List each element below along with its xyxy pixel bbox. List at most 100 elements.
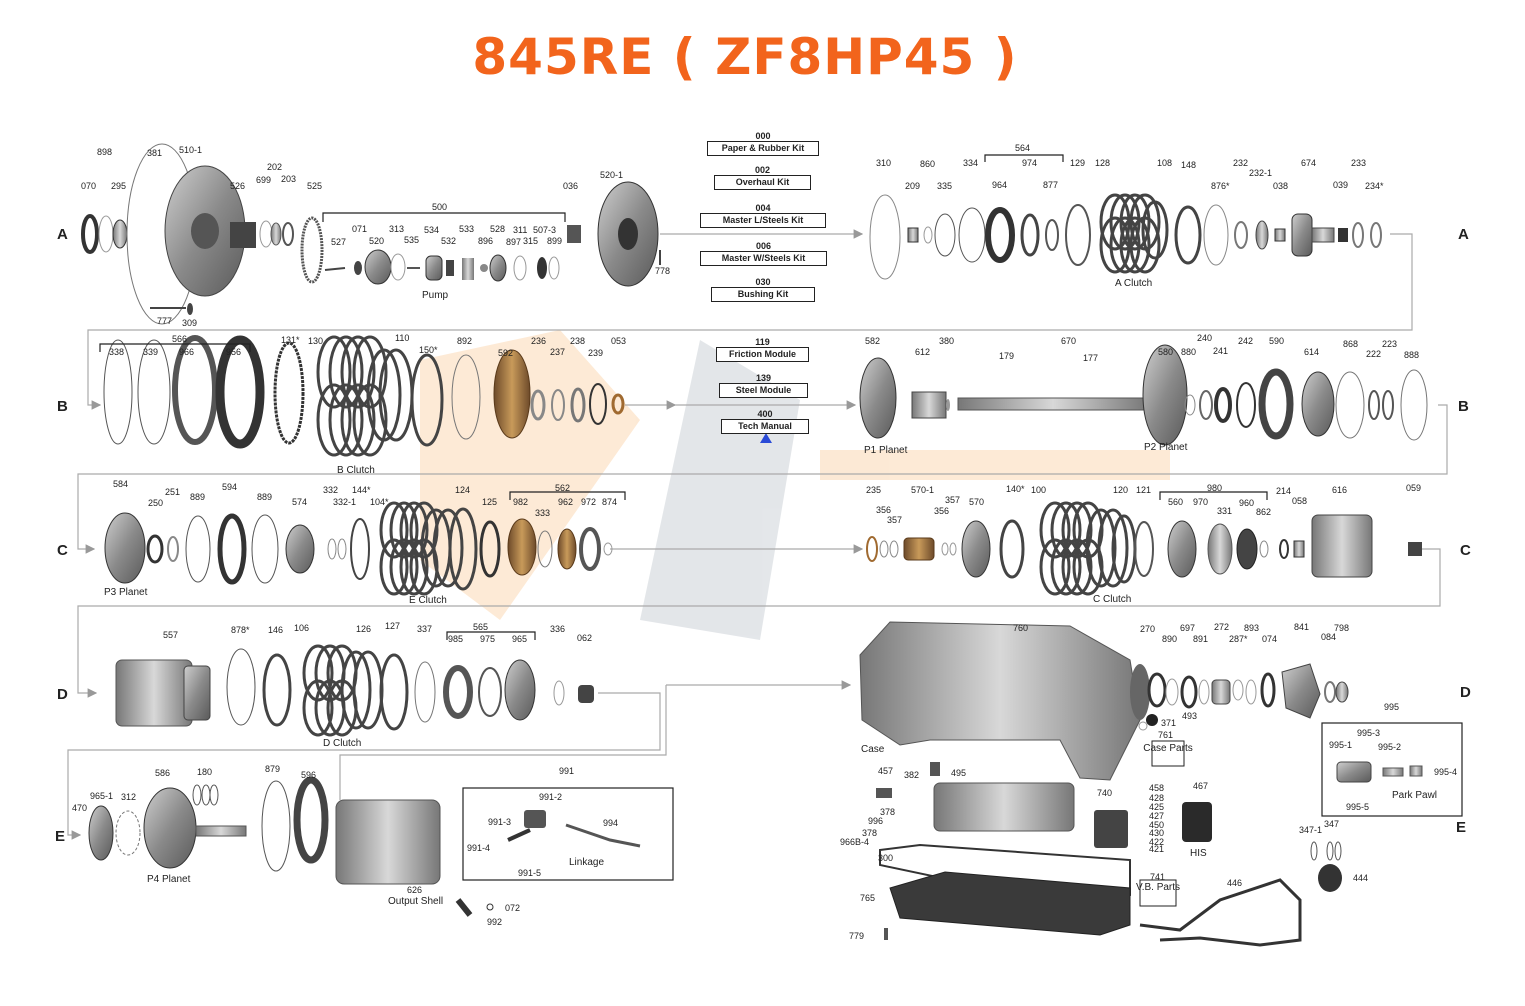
part-number-label: 889 <box>190 492 205 502</box>
part-number-label: 250 <box>148 498 163 508</box>
part-number-label: 570 <box>969 497 984 507</box>
part-number-label: 378 <box>862 828 877 838</box>
part-number-label: 995-2 <box>1378 742 1401 752</box>
part-number-label: 233 <box>1351 158 1366 168</box>
part-number-label: 121 <box>1136 485 1151 495</box>
group-label-p1-planet: P1 Planet <box>864 445 908 456</box>
part-number-label: 106 <box>294 623 309 633</box>
kit-name: Master W/Steels Kit <box>700 251 827 266</box>
row-letter-c-left: C <box>57 542 68 559</box>
part-number-label: 991 <box>559 766 574 776</box>
part-number-label: 995-1 <box>1329 740 1352 750</box>
row-letter-a-right: A <box>1458 226 1469 243</box>
part-number-label: 574 <box>292 497 307 507</box>
kit-code: 000 <box>755 131 771 141</box>
part-number-label: 876* <box>1211 181 1230 191</box>
part-number-label: 234* <box>1365 181 1384 191</box>
part-number-label: 287* <box>1229 634 1248 644</box>
part-number-label: 670 <box>1061 336 1076 346</box>
part-number-label: 760 <box>1013 623 1028 633</box>
part-number-label: 202 <box>267 162 282 172</box>
part-number-label: 270 <box>1140 624 1155 634</box>
part-number-label: 100 <box>1031 485 1046 495</box>
group-label-c-clutch: C Clutch <box>1093 594 1131 605</box>
part-number-label: 996 <box>868 816 883 826</box>
part-number-label: 974 <box>1022 158 1037 168</box>
row-letter-b-right: B <box>1458 398 1469 415</box>
part-number-label: 071 <box>352 224 367 234</box>
part-number-label: 242 <box>1238 336 1253 346</box>
part-number-label: 878* <box>231 625 250 635</box>
part-number-label: 347 <box>1324 819 1339 829</box>
part-number-label: 239 <box>588 348 603 358</box>
row-letter-a-left: A <box>57 226 68 243</box>
part-number-label: 430 <box>1149 828 1164 838</box>
part-number-label: 566 <box>172 334 187 344</box>
part-number-label: 534 <box>424 225 439 235</box>
part-number-label: 446 <box>1227 878 1242 888</box>
part-number-label: 315 <box>523 236 538 246</box>
part-number-label: 457 <box>878 766 893 776</box>
part-number-label: 991-4 <box>467 843 490 853</box>
part-number-label: 520 <box>369 236 384 246</box>
part-number-label: 562 <box>555 483 570 493</box>
kit-code: 139 <box>755 373 772 383</box>
row-c-parts <box>104 501 1422 596</box>
kit-name: Friction Module <box>716 347 809 362</box>
part-number-label: 899 <box>547 236 562 246</box>
part-number-label: 371 <box>1161 718 1176 728</box>
part-number-label: 332 <box>323 485 338 495</box>
part-number-label: 985 <box>448 634 463 644</box>
part-number-label: 778 <box>655 266 670 276</box>
part-number-label: 982 <box>513 497 528 507</box>
part-number-label: 311 <box>513 225 527 235</box>
part-number-label: 761 <box>1158 730 1173 740</box>
part-number-label: 131* <box>281 335 300 345</box>
part-number-label: 535 <box>404 235 419 245</box>
part-number-label: 422 <box>1149 837 1164 847</box>
kit-name: Steel Module <box>719 383 808 398</box>
group-label-p3-planet: P3 Planet <box>104 587 148 598</box>
part-number-label: 962 <box>558 497 573 507</box>
part-number-label: 564 <box>1015 143 1030 153</box>
part-number-label: 382 <box>904 770 919 780</box>
part-number-label: 586 <box>155 768 170 778</box>
part-number-label: 994 <box>603 818 618 828</box>
part-number-label: 470 <box>72 803 87 813</box>
part-number-label: 580 <box>1158 347 1173 357</box>
part-number-label: 240 <box>1197 333 1212 343</box>
part-number-label: 975 <box>480 634 495 644</box>
part-number-label: 223 <box>1382 339 1397 349</box>
part-number-label: 527 <box>331 237 346 247</box>
part-number-label: 378 <box>880 807 895 817</box>
row-letter-c-right: C <box>1460 542 1471 559</box>
part-number-label: 148 <box>1181 160 1196 170</box>
part-number-label: 333 <box>535 508 550 518</box>
part-number-label: 596 <box>301 770 316 780</box>
part-number-label: 495 <box>951 768 966 778</box>
case-parts-label: Case Parts <box>1143 743 1192 754</box>
part-number-label: 339 <box>143 347 158 357</box>
part-number-label: 779 <box>849 931 864 941</box>
part-number-label: 570-1 <box>911 485 934 495</box>
part-number-label: 995 <box>1384 702 1399 712</box>
part-number-label: 053 <box>611 336 626 346</box>
group-labels: Pump A Clutch B Clutch P1 Planet P2 Plan… <box>104 278 1437 907</box>
part-number-label: 740 <box>1097 788 1112 798</box>
group-label-d-clutch: D Clutch <box>323 738 361 749</box>
part-number-label: 880 <box>1181 347 1196 357</box>
part-number-label: 798 <box>1334 623 1349 633</box>
part-number-label: 560 <box>1168 497 1183 507</box>
part-number-label: 120 <box>1113 485 1128 495</box>
part-number-label: 357 <box>945 495 960 505</box>
part-number-label: 965 <box>512 634 527 644</box>
part-number-label: 970 <box>1193 497 1208 507</box>
row-d-parts <box>115 621 1349 781</box>
part-number-label: 146 <box>268 625 283 635</box>
group-label-park-pawl: Park Pawl <box>1392 790 1437 801</box>
part-number-label: 084 <box>1321 632 1336 642</box>
